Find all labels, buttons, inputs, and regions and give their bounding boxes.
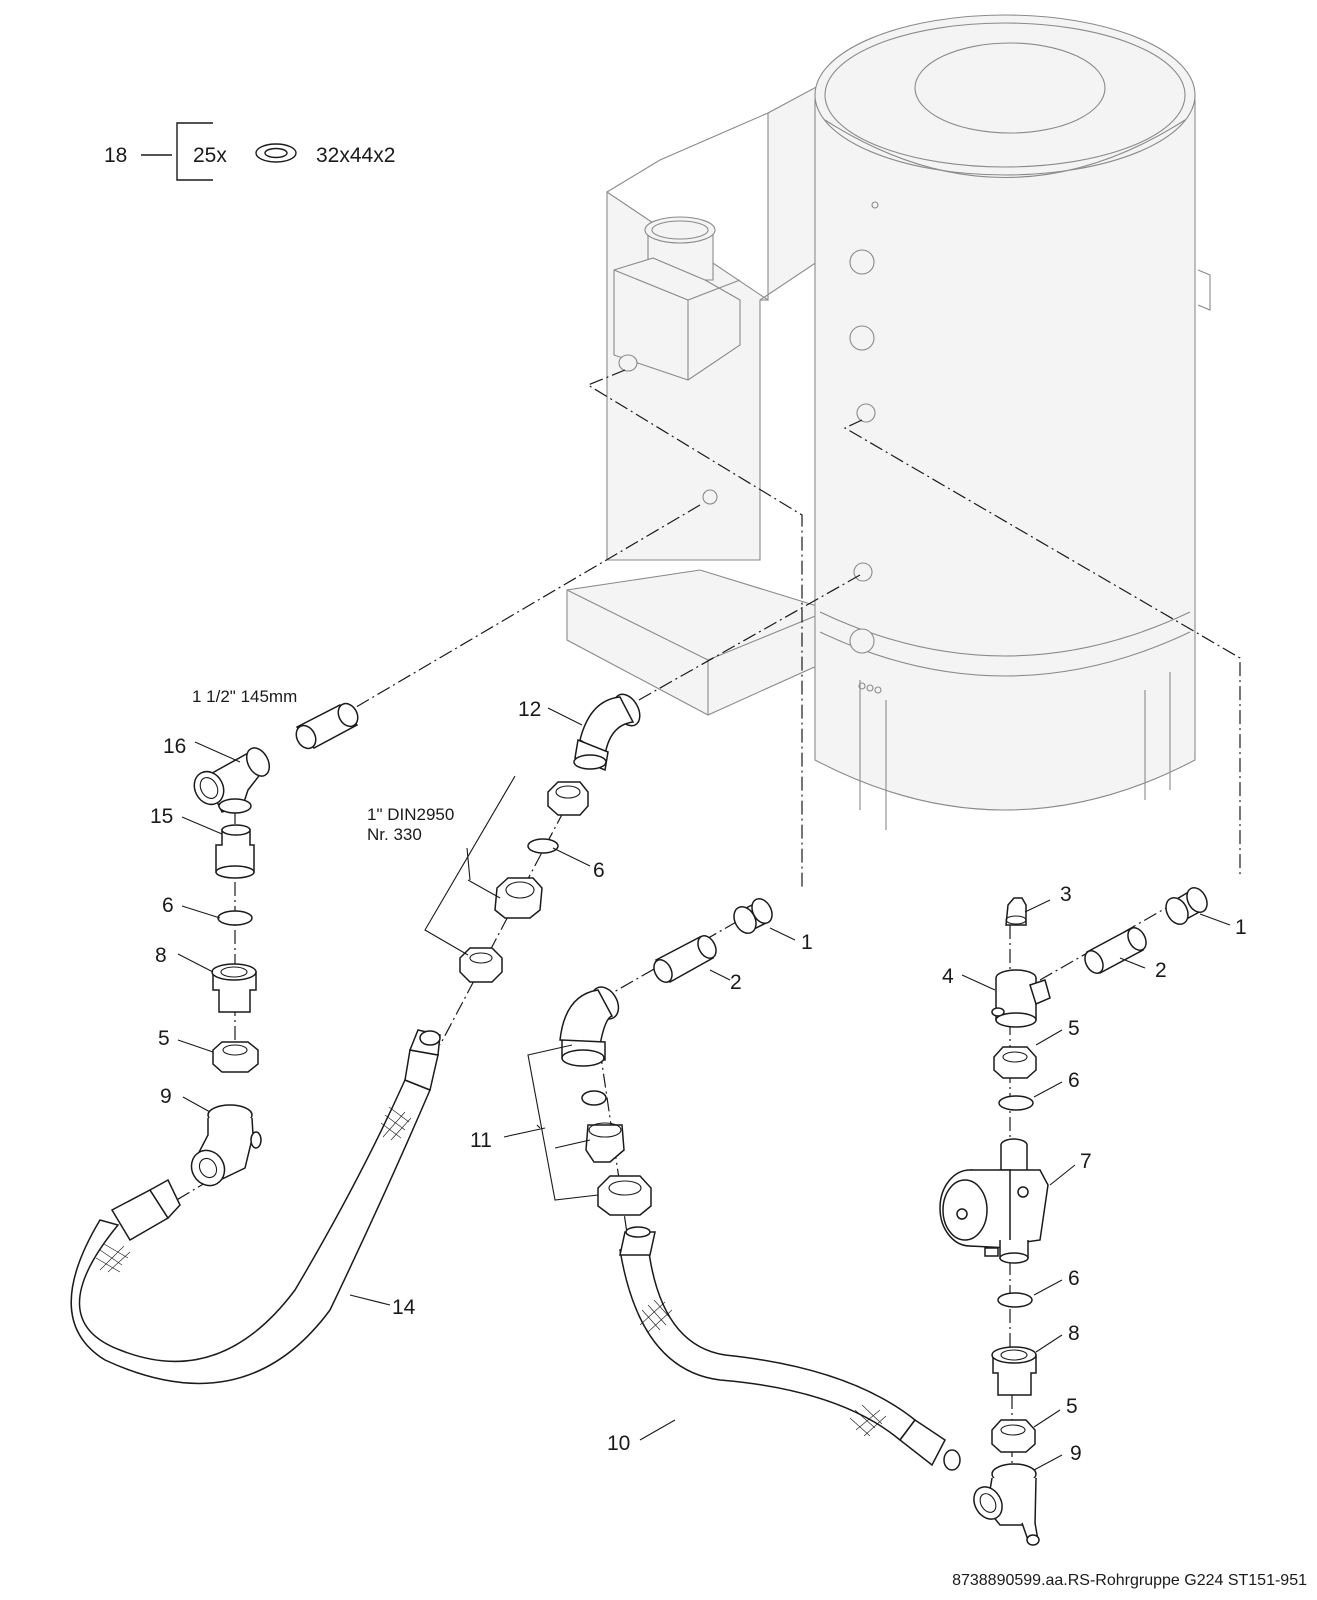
callout-6-right-bottom: 6 <box>1068 1267 1080 1290</box>
nipple-2-center <box>653 935 717 983</box>
din-spec-line2: Nr. 330 <box>367 825 422 844</box>
gasket-6-left <box>217 910 253 926</box>
callout-10: 10 <box>607 1432 630 1455</box>
spec-notes: 1 1/2" 145mm 1" DIN2950 Nr. 330 <box>192 687 454 844</box>
adapter-15 <box>215 824 255 879</box>
callout-5-right-bottom: 5 <box>1066 1395 1078 1418</box>
gasket-6-middle <box>527 838 559 854</box>
washer-icon <box>255 143 297 163</box>
callout-14: 14 <box>392 1296 416 1319</box>
socket-1-center <box>733 898 773 934</box>
callout-6-left: 6 <box>162 894 174 917</box>
din-spec-line1: 1" DIN2950 <box>367 805 454 824</box>
union-11 <box>585 1122 625 1163</box>
callout-numbers: 16 15 6 8 5 9 14 12 6 1 2 11 10 3 4 5 6 … <box>150 698 1247 1465</box>
valve-body-4 <box>991 969 1051 1028</box>
hose-10 <box>619 1226 961 1471</box>
nut-11 <box>597 1175 652 1216</box>
hose-14 <box>70 1029 441 1385</box>
nipple-spec-note: 1 1/2" 145mm <box>192 687 297 706</box>
gasket-6-right-bottom <box>997 1292 1033 1308</box>
callout-8-right: 8 <box>1068 1322 1080 1345</box>
callout-12: 12 <box>518 698 541 721</box>
callout-11: 11 <box>470 1129 492 1152</box>
callout-7: 7 <box>1080 1150 1092 1173</box>
callout-16: 16 <box>163 735 186 758</box>
elbow-11 <box>559 986 620 1067</box>
callout-6-middle: 6 <box>593 859 605 882</box>
callout-8-left: 8 <box>155 944 167 967</box>
callout-5-left: 5 <box>158 1027 170 1050</box>
elbow-9-left <box>190 1104 262 1187</box>
tee-fitting-16 <box>193 747 271 814</box>
pump-7 <box>939 1138 1049 1264</box>
adapter-8-right <box>991 1346 1037 1396</box>
nut-5-left <box>212 1041 259 1073</box>
socket-1-right <box>1165 887 1208 925</box>
callout-5-right-top: 5 <box>1068 1017 1080 1040</box>
middle-branch-parts <box>424 693 641 983</box>
nut-5-right-bottom <box>991 1419 1036 1453</box>
leader-lines <box>177 707 1231 1471</box>
left-branch-parts <box>70 702 441 1385</box>
drawing-reference: 8738890599.aa.RS-Rohrgruppe G224 ST151-9… <box>952 1572 1307 1589</box>
callout-2-right: 2 <box>1155 959 1167 982</box>
callout-1-right: 1 <box>1235 916 1247 939</box>
callout-6-right-top: 6 <box>1068 1069 1080 1092</box>
callout-1-center: 1 <box>801 931 813 954</box>
din-nut-top <box>547 781 589 816</box>
callout-3: 3 <box>1060 883 1072 906</box>
gasket-6-right-top <box>998 1095 1034 1111</box>
kit-legend: 18 25x 32x44x2 <box>104 122 395 181</box>
kit-number: 18 <box>104 144 127 167</box>
nut-5-right-top <box>993 1046 1037 1079</box>
elbow-9-right <box>973 1463 1040 1546</box>
center-branch-parts <box>527 898 961 1471</box>
callout-9-right: 9 <box>1070 1442 1082 1465</box>
air-vent-3 <box>1005 897 1027 926</box>
din-union-middle <box>494 877 543 919</box>
callout-9-left: 9 <box>160 1085 172 1108</box>
right-branch-parts <box>939 887 1208 1546</box>
gasket-11 <box>581 1090 607 1106</box>
elbow-12 <box>573 693 641 772</box>
kit-quantity: 25x <box>193 144 227 167</box>
nipple-145mm <box>295 702 359 750</box>
din-nut-bottom <box>459 947 503 983</box>
callout-2-center: 2 <box>730 971 742 994</box>
callout-15: 15 <box>150 805 173 828</box>
boiler-unit <box>566 14 1211 830</box>
callout-4: 4 <box>942 965 954 988</box>
adapter-8-left <box>211 963 257 1013</box>
nipple-2-right <box>1084 927 1147 974</box>
kit-washer-size: 32x44x2 <box>316 144 395 167</box>
